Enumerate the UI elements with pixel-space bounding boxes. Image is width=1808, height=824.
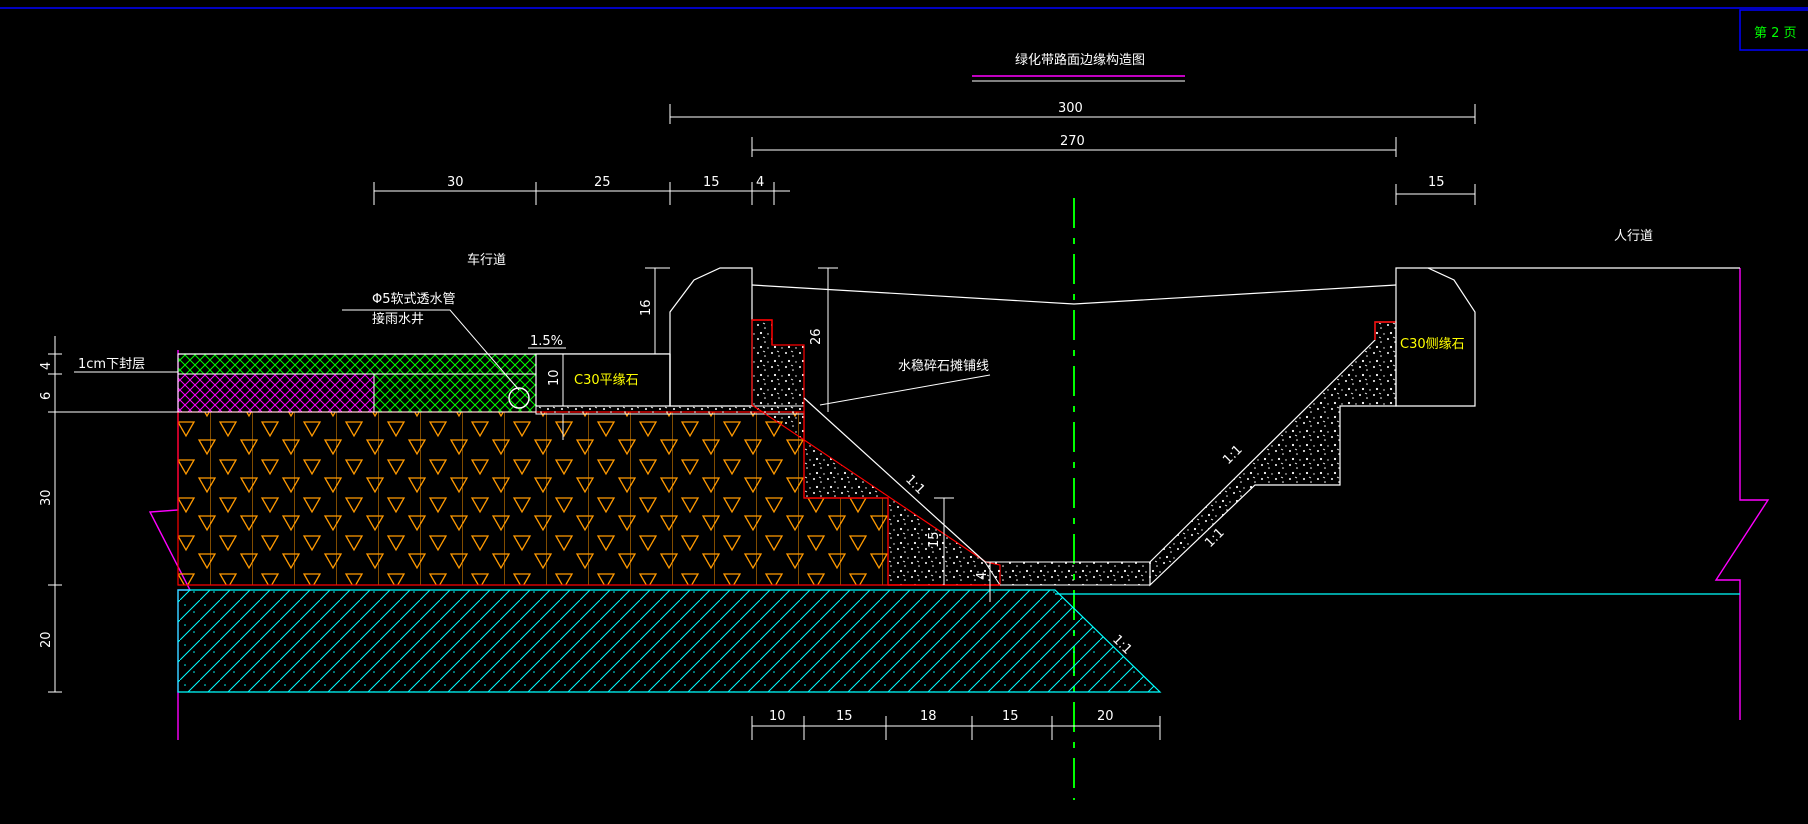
top-dimension-270: 270	[751, 134, 1397, 157]
seal-layer-label: 1cm下封层	[78, 357, 145, 372]
side-curb-right	[1395, 267, 1476, 407]
svg-text:270: 270	[1060, 134, 1085, 149]
svg-text:4: 4	[39, 362, 54, 370]
bottom-dimensions: 10 15 18 15 20	[751, 709, 1161, 740]
top-dimension-15-right: 15	[1395, 175, 1476, 205]
svg-text:15: 15	[1002, 709, 1019, 724]
surface-top-green	[177, 353, 537, 375]
svg-text:15: 15	[1428, 175, 1445, 190]
dim-10: 10	[547, 354, 564, 440]
left-curb-red-edge	[752, 319, 773, 345]
cement-stone-leader	[819, 374, 991, 406]
base-layer	[177, 411, 889, 586]
dim-26: 26	[809, 267, 838, 412]
concrete-backing-right	[1149, 321, 1397, 587]
page-label: 第 2 页	[1754, 26, 1797, 41]
dim-15-mid: 15	[927, 497, 954, 585]
surface-lower-green	[373, 373, 537, 413]
right-boundary	[1714, 268, 1770, 720]
svg-text:15: 15	[836, 709, 853, 724]
dim-16: 16	[639, 267, 670, 355]
svg-text:30: 30	[447, 175, 464, 190]
green-belt-top	[751, 284, 1397, 305]
slope-line-left	[803, 397, 986, 563]
svg-text:26: 26	[809, 328, 824, 345]
svg-text:300: 300	[1058, 101, 1083, 116]
ditch-bottom	[984, 561, 1151, 586]
carriageway-label: 车行道	[467, 252, 506, 268]
svg-text:6: 6	[39, 392, 54, 400]
drain-pipe-label-1: Φ5软式透水管	[372, 292, 456, 307]
drain-pipe-leader	[342, 309, 520, 391]
svg-text:10: 10	[547, 369, 562, 386]
surface-lower-magenta	[177, 373, 375, 413]
svg-text:4: 4	[975, 572, 990, 580]
concrete-backing-right-red	[1374, 321, 1396, 340]
drain-pipe	[508, 387, 530, 409]
flat-curb-label: C30平缘石	[574, 373, 639, 388]
svg-text:4: 4	[756, 175, 764, 190]
svg-text:20: 20	[1097, 709, 1114, 724]
svg-text:15: 15	[927, 531, 942, 548]
svg-text:30: 30	[39, 489, 54, 506]
slope-ratio-right: 1:1	[1220, 442, 1245, 467]
svg-text:18: 18	[920, 709, 937, 724]
slope-ratio-left: 1:1	[902, 472, 927, 497]
svg-text:16: 16	[639, 299, 654, 316]
drain-pipe-label-2: 接雨水井	[372, 311, 424, 327]
dim-4-mid: 4	[975, 562, 991, 602]
top-dimension-chain: 30 25 15 4	[373, 175, 790, 205]
drawing-title: 绿化带路面边缘构造图	[1015, 52, 1145, 68]
top-dimension-300: 300	[669, 101, 1476, 124]
subgrade-layer	[177, 589, 1162, 693]
side-curb-label: C30侧缘石	[1400, 337, 1465, 352]
page-label-box	[1739, 9, 1808, 51]
slope-label: 1.5%	[530, 334, 563, 349]
side-curb-left	[669, 267, 753, 407]
svg-text:25: 25	[594, 175, 611, 190]
svg-text:20: 20	[39, 631, 54, 648]
left-dimensions: 4 6 30 20	[39, 336, 178, 693]
sidewalk-label: 人行道	[1614, 229, 1653, 244]
cement-stone-label: 水稳碎石摊铺线	[898, 358, 989, 374]
svg-text:15: 15	[703, 175, 720, 190]
svg-text:10: 10	[769, 709, 786, 724]
